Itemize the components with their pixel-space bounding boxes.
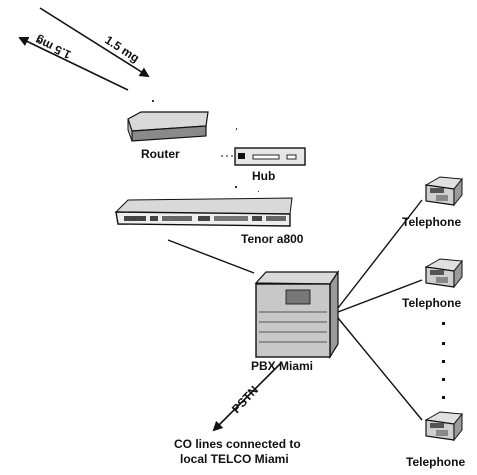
telephone-2-label: Telephone (402, 296, 461, 310)
upstream-arrow (39, 7, 150, 78)
phone-links (337, 199, 423, 421)
telephone-icon (424, 258, 463, 289)
telephone-icon (424, 411, 463, 442)
tenor-icon (114, 197, 293, 227)
pbx-phone1-link (337, 199, 423, 309)
tenor-pbx-link (167, 239, 255, 274)
router-icon (127, 111, 209, 142)
co-lines-label-1: CO lines connected to (174, 437, 301, 451)
pbx-label: PBX Miami (251, 359, 313, 373)
telephone-1-label: Telephone (402, 215, 461, 229)
pbx-phone2-link (337, 279, 423, 313)
pbx-phone3-link (337, 317, 423, 421)
hub-icon (221, 147, 306, 166)
upper-link-arrows: 1.5 mg 1.5 mg (18, 7, 150, 91)
pbx-icon (254, 270, 340, 360)
co-lines-label-2: local TELCO Miami (180, 452, 289, 466)
downstream-arrow (18, 36, 129, 91)
telephone-3-label: Telephone (406, 455, 465, 469)
tenor-label: Tenor a800 (241, 232, 304, 246)
hub-label: Hub (252, 169, 275, 183)
telephone-icon (424, 176, 463, 207)
lower-rate-label: 1.5 mg (33, 33, 73, 62)
scan-noise (38, 40, 259, 192)
more-phones-dots (442, 322, 445, 399)
router-label: Router (141, 147, 180, 161)
pstn-arrow (212, 361, 283, 432)
